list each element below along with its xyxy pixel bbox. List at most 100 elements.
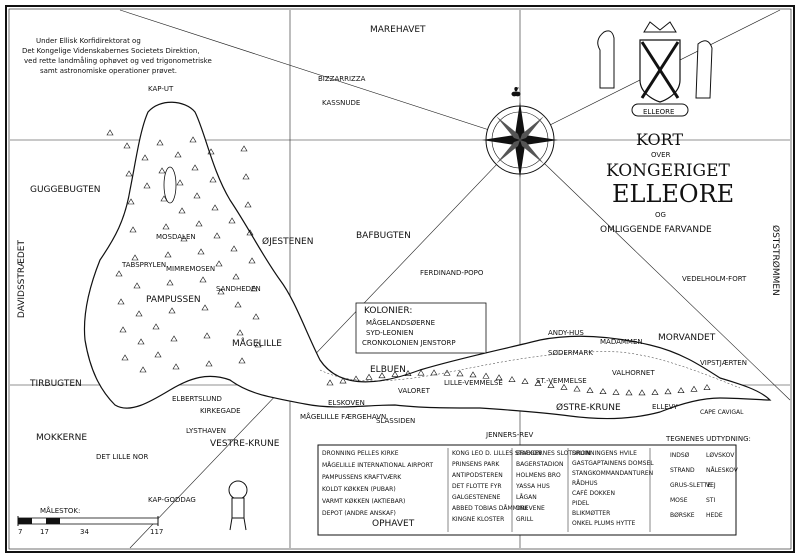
place-cape: CAPE CAVIGAL: [700, 409, 744, 416]
place-mosdalen: MOSDALEN: [156, 233, 196, 241]
place-jennersrev: JENNERS-REV: [486, 431, 534, 439]
tree-mark: [677, 387, 685, 394]
legend-symbol-item: MOSE: [670, 497, 688, 504]
tree-mark: [339, 377, 347, 384]
tree-mark: [160, 195, 168, 202]
tree-mark: [170, 335, 178, 342]
tree-mark: [365, 373, 373, 380]
tree-mark: [152, 323, 160, 330]
tree-mark: [119, 326, 127, 333]
legend-symbol-item: VEJ: [706, 482, 716, 489]
legend-left-item: DEPOT (ANDRE ANSKAF): [322, 510, 396, 517]
tree-mark: [205, 360, 213, 367]
sea-west: DAVIDSSTRÆDET: [17, 240, 27, 319]
bay-guggebugten: GUGGEBUGTEN: [30, 185, 101, 195]
legend-mid2-item: DREVENE: [516, 505, 545, 512]
tree-mark: [521, 378, 529, 384]
bay-bafbugten: BAFBUGTEN: [356, 231, 411, 241]
tree-mark: [254, 341, 262, 348]
header-note-4: samt astronomiske operationer prøvet.: [40, 67, 177, 75]
scale-bar: [17, 516, 159, 526]
colonies-box: [355, 302, 487, 354]
title-og: OG: [655, 211, 666, 219]
tree-mark: [228, 217, 236, 224]
sea-morvandet: MORVANDET: [658, 333, 716, 343]
sea-east: ØSTSTRØMMEN: [770, 225, 780, 296]
legend-mid-item: KONG LEO D. LILLES STADION: [452, 450, 542, 457]
tree-mark: [115, 270, 123, 277]
tree-mark: [599, 388, 607, 395]
place-ojestenen: ØJESTENEN: [262, 237, 314, 247]
title-farvande: OMLIGGENDE FARVANDE: [600, 225, 712, 235]
tree-mark: [215, 260, 223, 267]
legend-left-item: PAMPUSSENS KRAFTVÆRK: [322, 474, 402, 481]
tree-mark: [547, 381, 555, 388]
tree-mark: [443, 369, 451, 376]
legend-right-item: ONKEL PLUMS HYTTE: [572, 520, 636, 527]
tree-mark: [123, 142, 131, 149]
sea-south: OPHAVET: [372, 519, 415, 529]
place-tabsprylen: TABSPRYLEN: [122, 261, 167, 269]
scale-tick-3: 34: [80, 528, 89, 536]
tree-mark: [209, 176, 217, 183]
tree-mark: [238, 357, 246, 364]
tree-mark: [158, 167, 166, 174]
legend-symbol-item: LØVSKOV: [706, 452, 735, 459]
tree-mark: [213, 232, 221, 239]
tree-mark: [482, 372, 490, 379]
sea-north: MAREHAVET: [370, 25, 426, 35]
tree-mark: [469, 371, 477, 378]
legend-symbol-item: NÅLESKOV: [706, 467, 738, 474]
legend-symbol-item: STRAND: [670, 467, 695, 474]
place-detlillenor: DET LILLE NOR: [96, 453, 149, 461]
legend-mid2-item: BAGERSTADION: [516, 461, 564, 468]
island: [83, 101, 772, 420]
tree-mark: [232, 273, 240, 280]
legend-mid-item: KINGNE KLOSTER: [452, 516, 505, 523]
tree-mark: [135, 310, 143, 317]
place-valhornet: VALHORNET: [612, 369, 655, 377]
tree-mark: [495, 374, 503, 381]
legend-left-item: MÅGELILLE INTERNATIONAL AIRPORT: [322, 462, 434, 469]
compass-rose: [482, 86, 558, 178]
legend-mid-item: ABBED TOBIAS DÅMMINK: [452, 505, 529, 512]
colony-2: SYD-LEONIEN: [366, 329, 414, 337]
tree-mark: [234, 301, 242, 308]
tree-mark: [139, 366, 147, 373]
colony-3: CRONKOLONIEN JENSTORP: [362, 339, 456, 347]
tree-mark: [154, 351, 162, 358]
tree-mark: [378, 372, 386, 379]
tree-mark: [106, 129, 114, 136]
tree-mark: [156, 139, 164, 146]
place-stvemmelse: ST.-VEMMELSE: [536, 377, 587, 385]
place-andyhus: ANDY-HUS: [548, 329, 584, 337]
tree-mark: [189, 136, 197, 143]
legend-right-item: GASTGAPTAINENS DOMSEL: [572, 460, 654, 467]
place-kassnude: KASSNUDE: [322, 99, 361, 107]
tree-mark: [141, 154, 149, 161]
tree-mark: [178, 207, 186, 214]
tree-mark: [180, 235, 188, 242]
scale-tick-1: 7: [18, 528, 23, 536]
tree-mark: [143, 182, 151, 189]
tree-mark: [193, 192, 201, 199]
tree-mark: [703, 384, 711, 390]
title-kort: KORT: [636, 130, 684, 149]
tree-mark: [164, 251, 172, 258]
tree-mark: [560, 383, 568, 390]
legend-mid2-item: HOLMENS BRO: [516, 472, 561, 479]
tree-mark: [199, 276, 207, 283]
title-elleore: ELLEORE: [612, 180, 735, 208]
place-sandheden: SANDHEDEN: [216, 285, 261, 293]
tree-mark: [573, 385, 581, 392]
tree-mark: [207, 148, 215, 155]
tree-mark: [201, 304, 209, 311]
place-ferdinand: FERDINAND-POPO: [420, 269, 484, 277]
tree-mark: [172, 363, 180, 370]
legend-symbol-item: HEDE: [706, 512, 723, 519]
colony-1: MÅGELANDSØERNE: [366, 319, 436, 327]
legend-mid2-item: LÅGAN: [516, 494, 537, 501]
header-note-3: ved rette landmåling ophøvet og ved trig…: [24, 57, 212, 65]
